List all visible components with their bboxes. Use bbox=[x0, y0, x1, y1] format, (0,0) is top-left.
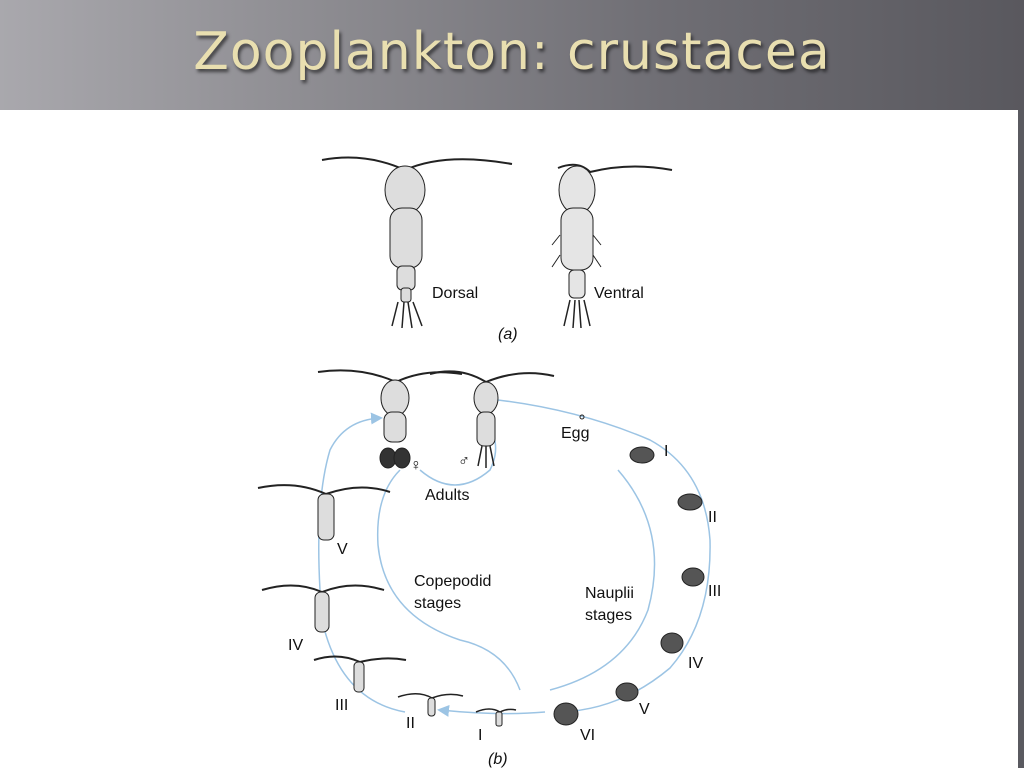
copepodid-stage-1-label: I bbox=[478, 727, 482, 744]
panel-b-label: (b) bbox=[488, 751, 508, 768]
egg-label: Egg bbox=[561, 425, 589, 442]
male-symbol: ♂ bbox=[458, 453, 470, 470]
dorsal-copepod-drawing bbox=[321, 156, 513, 329]
right-edge bbox=[1018, 110, 1024, 768]
nauplius-stage-2-label: II bbox=[708, 509, 717, 526]
copepodid-stage-3-label: III bbox=[335, 697, 348, 714]
copepodid-drawings bbox=[257, 484, 517, 727]
egg-drawing bbox=[579, 414, 585, 420]
copepodid-stage-5-label: V bbox=[337, 541, 348, 558]
panel-a-label: (a) bbox=[498, 326, 518, 343]
nauplii-label-line2: stages bbox=[585, 607, 632, 624]
adult-female-copepod bbox=[317, 369, 463, 469]
nauplius-drawings bbox=[553, 446, 705, 726]
adults-label: Adults bbox=[425, 487, 469, 504]
nauplii-label-line1: Nauplii bbox=[585, 585, 634, 602]
title-bar: Zooplankton: crustacea bbox=[0, 0, 1024, 110]
nauplius-stage-5-label: V bbox=[639, 701, 650, 718]
copepodid-label-line1: Copepodid bbox=[414, 573, 491, 590]
nauplius-stage-1-label: I bbox=[664, 443, 668, 460]
slide-title: Zooplankton: crustacea bbox=[193, 22, 831, 82]
copepodid-stage-2-label: II bbox=[406, 715, 415, 732]
nauplius-stage-4-label: IV bbox=[688, 655, 703, 672]
female-symbol: ♀ bbox=[410, 457, 422, 474]
nauplius-stage-6-label: VI bbox=[580, 727, 595, 744]
copepodid-label-line2: stages bbox=[414, 595, 461, 612]
lifecycle-arrows bbox=[318, 399, 711, 718]
ventral-copepod-drawing bbox=[551, 163, 673, 329]
adult-male-copepod bbox=[429, 370, 555, 468]
copepodid-stage-4-label: IV bbox=[288, 637, 303, 654]
dorsal-label: Dorsal bbox=[432, 285, 478, 302]
content-panel bbox=[0, 110, 1024, 768]
nauplius-stage-3-label: III bbox=[708, 583, 721, 600]
ventral-label: Ventral bbox=[594, 285, 644, 302]
